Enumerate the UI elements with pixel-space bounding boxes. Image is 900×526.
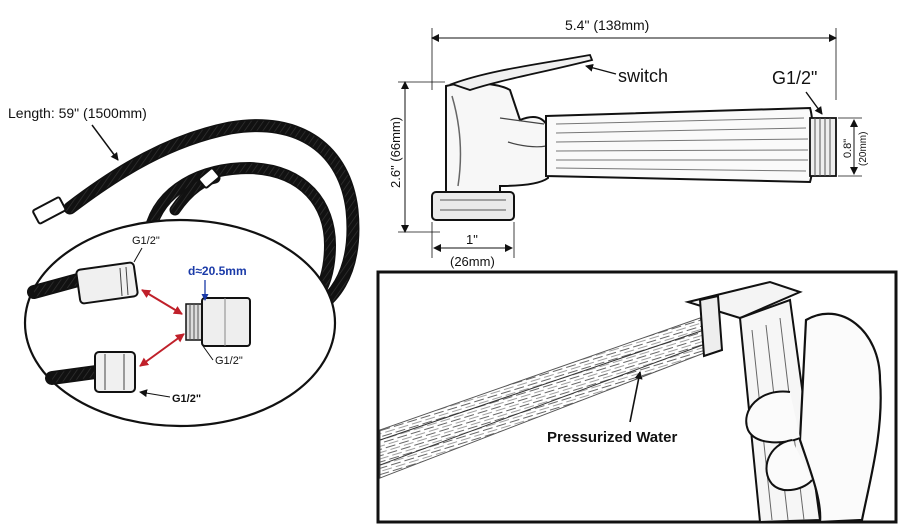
connection-arrow-upper (141, 289, 183, 315)
thread-adapter (185, 297, 251, 347)
inlet-thread-label: G1/2" (772, 68, 817, 88)
height-label: 2.6" (66mm) (388, 117, 403, 188)
sprayer-dimension-drawing: 5.4" (138mm) 2.6" (66mm) switch (388, 17, 869, 269)
pressurized-water-label: Pressurized Water (547, 429, 677, 446)
sprayer-head (431, 82, 549, 221)
adapter-diameter-label: d≈20.5mm (188, 264, 247, 278)
switch-lever (449, 53, 594, 91)
adapter-thread-leader (202, 345, 214, 361)
sprayer-handle (545, 106, 814, 184)
length-leader-arrow (91, 124, 119, 161)
sprayer-in-hand (684, 280, 882, 524)
connector-detail-inset: G1/2" G1/2" d≈20.5mm (23, 218, 337, 428)
lower-hose-fitting (45, 351, 136, 393)
thread-length-label: 0.8" (842, 139, 854, 158)
switch-leader (585, 63, 617, 75)
base-width-label: 1" (466, 232, 478, 247)
adapter-thread-label: G1/2" (215, 355, 243, 367)
width-label: 5.4" (138mm) (565, 17, 649, 33)
base-width-mm-label: (26mm) (450, 254, 495, 269)
upper-thread-label: G1/2" (132, 235, 160, 247)
inlet-thread-leader (805, 91, 823, 115)
threaded-inlet (809, 117, 837, 177)
hose-length-label: Length: 59" (1500mm) (8, 105, 147, 121)
switch-label: switch (618, 66, 668, 86)
usage-sketch: Pressurized Water (376, 270, 898, 524)
hose-panel: Length: 59" (1500mm) G1/2" (8, 105, 360, 428)
thread-length-mm-label: (20mm) (858, 132, 869, 166)
coiled-hose (63, 119, 360, 328)
hose-end-fitting (32, 196, 67, 225)
lower-thread-leader (139, 389, 171, 398)
lower-thread-label: G1/2" (172, 393, 201, 405)
nozzle-base (431, 191, 515, 221)
connection-arrow-lower (139, 333, 185, 367)
water-label-leader (629, 371, 643, 423)
upper-hose-fitting (27, 261, 139, 305)
upper-thread-leader (133, 247, 143, 263)
hose-end-fitting (198, 167, 220, 189)
